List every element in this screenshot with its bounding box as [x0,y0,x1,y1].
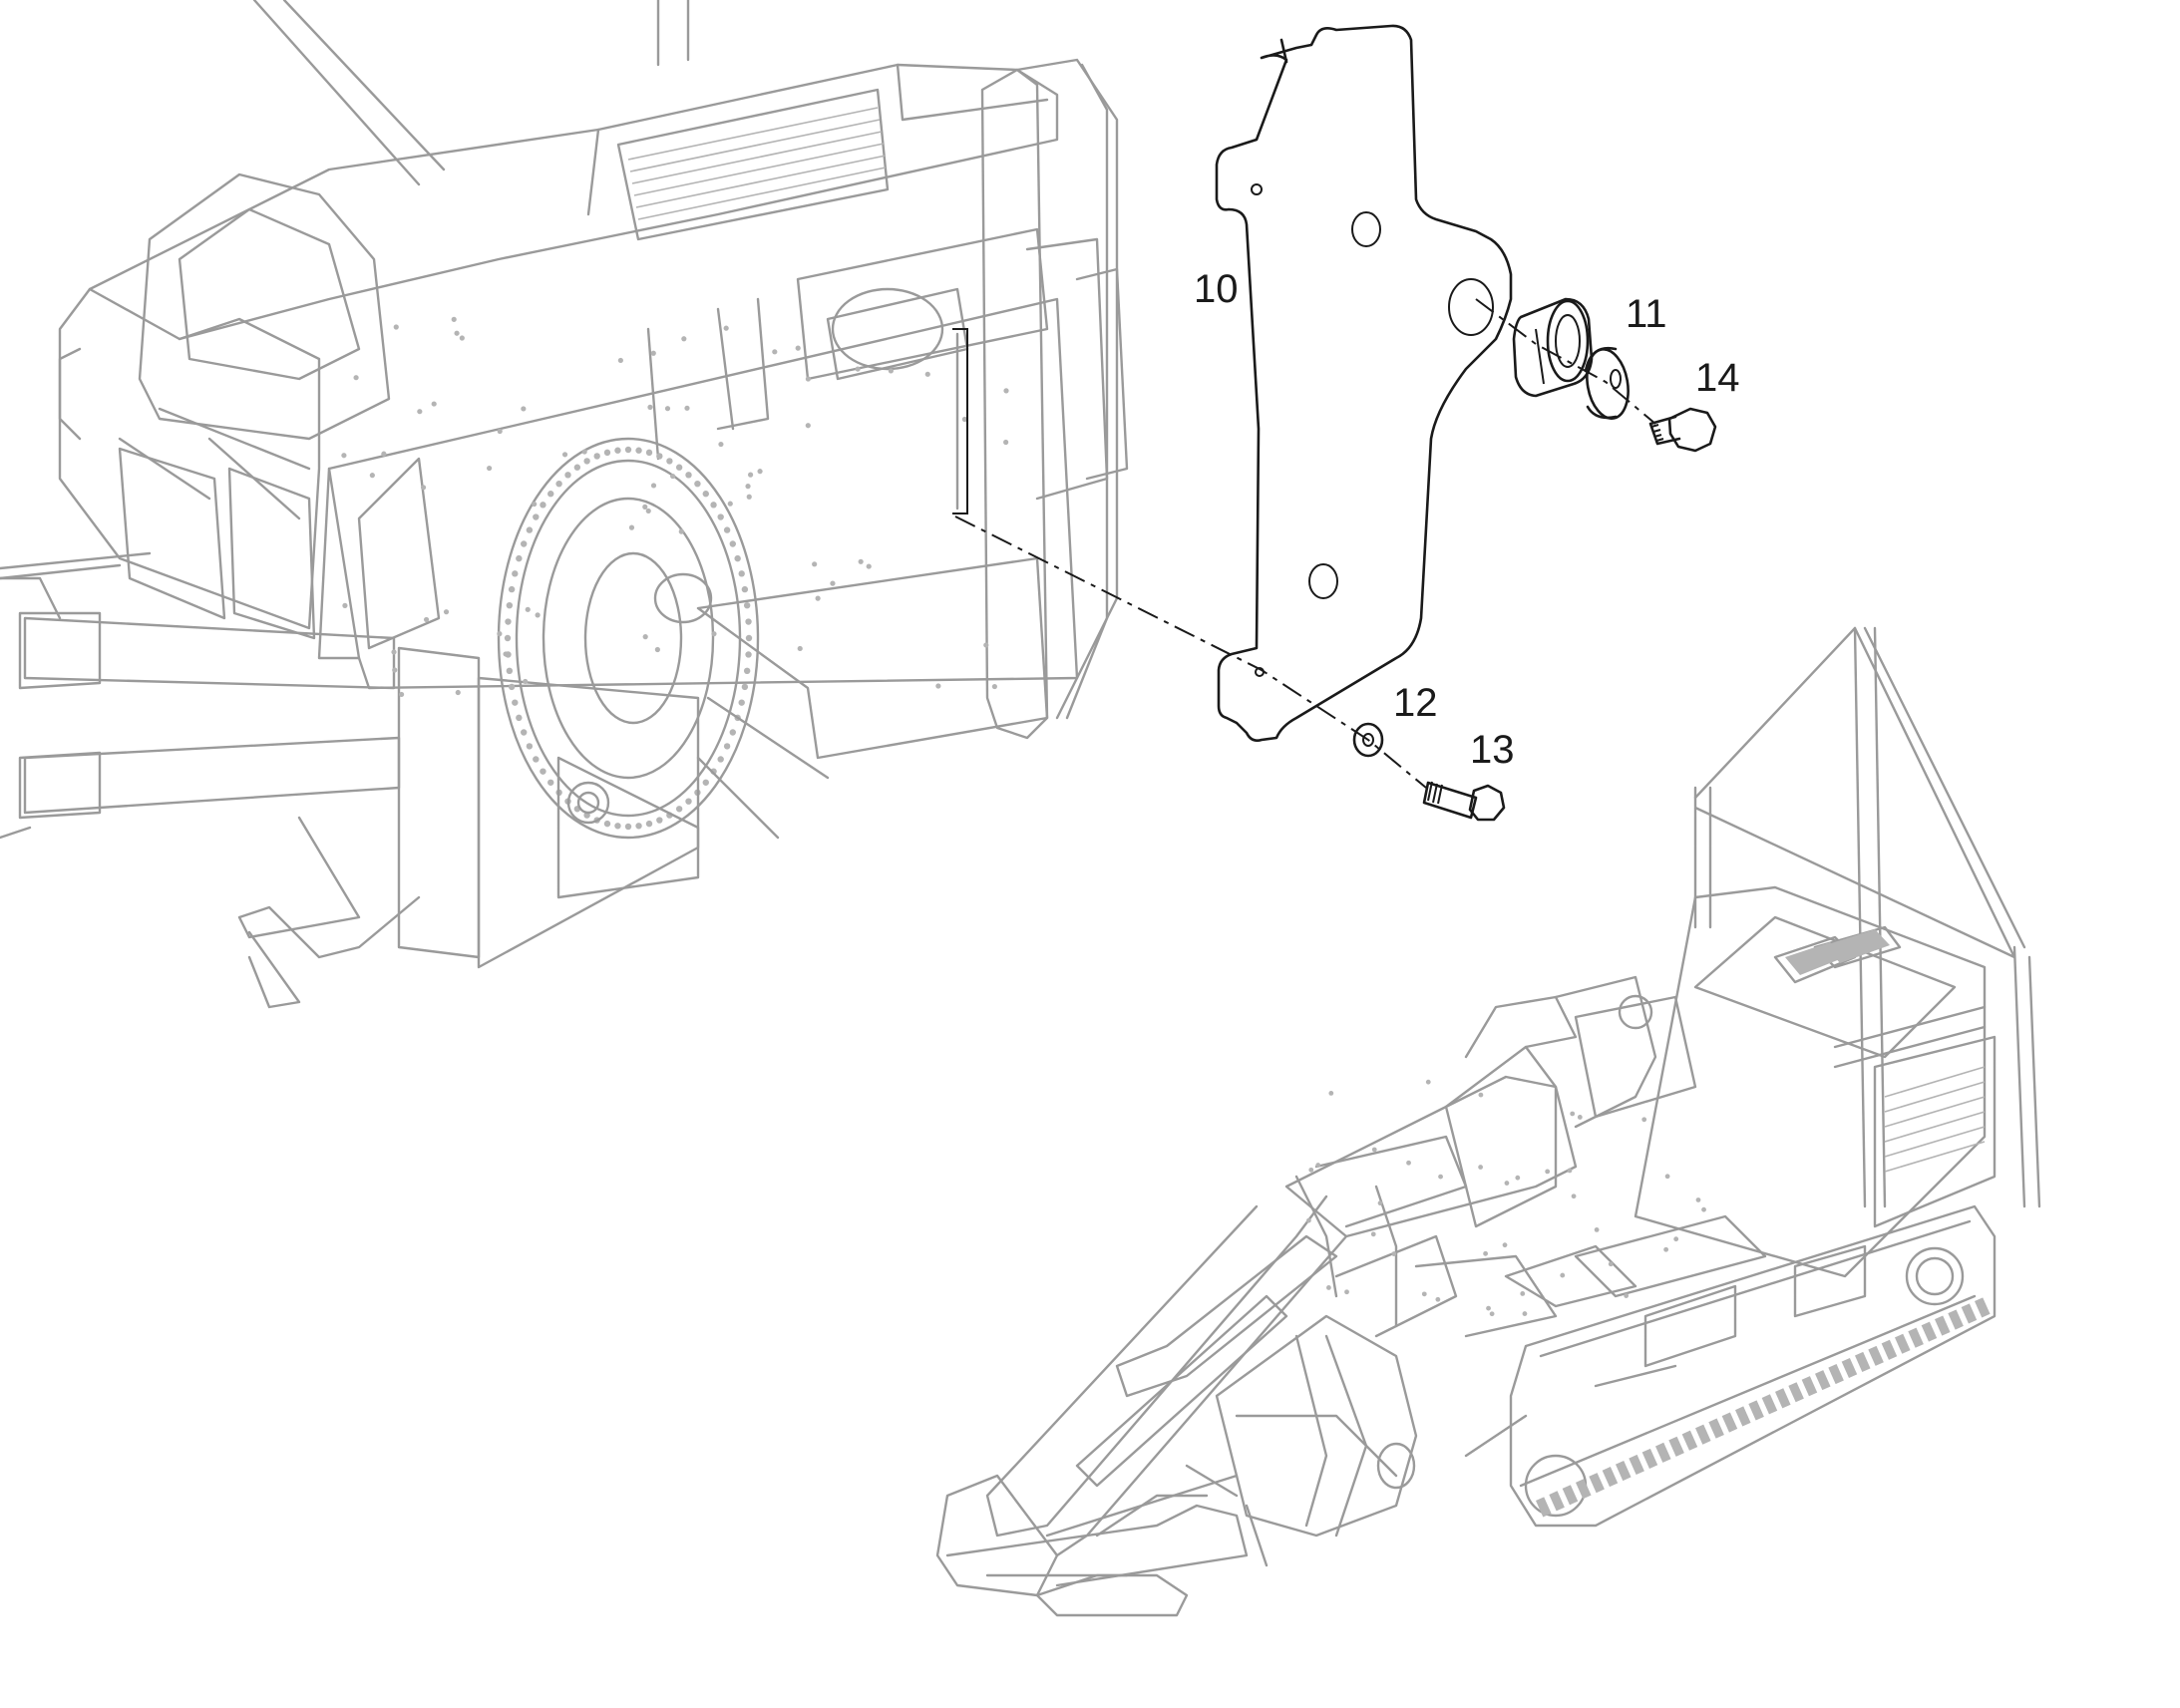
mounting-plate [1215,24,1513,742]
small-washer [1352,722,1384,758]
callout-14: 14 [1695,356,1740,400]
excavator-overview-context [935,626,2041,1617]
long-bolt [1422,781,1506,822]
callout-12: 12 [1393,681,1438,725]
callout-10: 10 [1194,267,1239,311]
callout-13: 13 [1470,728,1515,772]
callout-11: 11 [1626,292,1667,336]
short-bolt [1648,407,1717,453]
callout-labels: 10 11 14 12 13 [1194,267,1740,772]
uppercarriage-context [0,0,1129,1009]
spacer-bushing [1512,297,1594,398]
large-washer [1584,346,1630,420]
assembly-centerlines [954,298,1656,789]
